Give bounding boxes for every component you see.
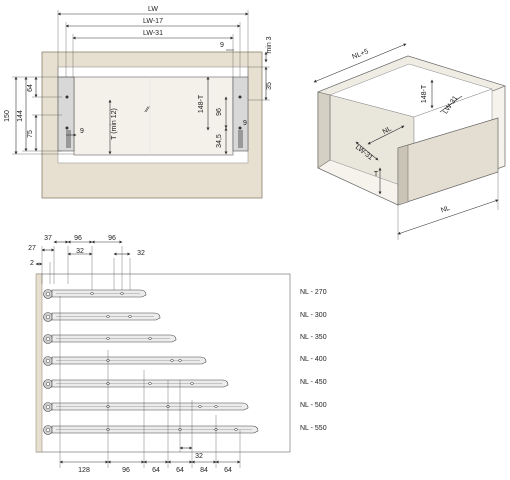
row-label-300: NL - 300 <box>300 312 327 319</box>
bottom-dim-96: 96 <box>122 467 130 474</box>
top-dim-96-b: 96 <box>108 235 116 242</box>
top-dim-32-b: 32 <box>137 250 145 257</box>
bottom-dim-128: 128 <box>78 467 90 474</box>
iso-nl-plus-5: NL+5 <box>351 48 369 61</box>
rail-chart: 37 96 96 27 32 32 2 NL - 270 NL - 300 NL… <box>28 235 327 474</box>
rail-screw-hole <box>170 358 174 363</box>
bottom-dim-32: 32 <box>195 453 203 460</box>
rail-bracket-hole <box>45 336 51 342</box>
bottom-dim-84: 84 <box>200 467 208 474</box>
iso-148-t: 148-T <box>421 84 428 103</box>
label-148-t: 148-T <box>198 94 205 113</box>
row-label-400: NL - 400 <box>300 356 327 363</box>
top-dim-37: 37 <box>44 235 52 242</box>
bottom-dim-64-b: 64 <box>176 467 184 474</box>
front-view: ∕∕ LW LW-17 LW-31 150 144 64 <box>4 6 273 199</box>
iso-t: T <box>374 171 379 178</box>
rail-screw-hole <box>120 291 124 296</box>
label-34-5: 34,5 <box>216 134 223 148</box>
bottom-dim-64-a: 64 <box>152 467 160 474</box>
label-9-inner: 9 <box>243 120 247 127</box>
label-96: 96 <box>216 108 223 116</box>
top-dim-2: 2 <box>30 260 34 267</box>
top-dim-96-a: 96 <box>74 235 82 242</box>
rail-bracket-hole <box>45 381 51 387</box>
dim-9-left: 9 <box>80 128 84 135</box>
isometric-view: NL+5 148-T LW-31 NL LW-31 T NL <box>313 43 506 240</box>
row-label-500: NL - 500 <box>300 402 327 409</box>
dim-lw-31: LW-31 <box>143 30 163 37</box>
dim-64: 64 <box>27 84 34 92</box>
dim-lw-17: LW-17 <box>143 18 163 25</box>
rail-screw-hole <box>106 336 110 341</box>
dim-min3: min 3 <box>266 36 273 53</box>
dim-75: 75 <box>27 130 34 138</box>
rail-screw-hole <box>198 404 202 409</box>
rail-screw-hole <box>148 336 152 341</box>
row-label-550: NL - 550 <box>300 425 327 432</box>
rail-screw-hole <box>234 427 238 432</box>
dim-144: 144 <box>17 110 24 122</box>
row-label-450: NL - 450 <box>300 379 327 386</box>
rail-screw-hole <box>190 381 194 386</box>
dim-9-right: 9 <box>220 42 224 49</box>
rail-screw-hole <box>90 291 94 296</box>
rail-bracket-hole <box>45 404 51 410</box>
top-dim-32-a: 32 <box>76 248 84 255</box>
label-t-min12: T (min 12) <box>111 108 118 140</box>
rail-bracket-hole <box>45 314 51 320</box>
svg-text:∕∕: ∕∕ <box>144 105 150 114</box>
top-dim-27: 27 <box>28 245 36 252</box>
iso-nl-bottom: NL <box>440 205 451 215</box>
iso-nl-inner: NL <box>382 125 393 135</box>
dim-150: 150 <box>4 110 11 122</box>
rail-bracket-hole <box>45 358 51 364</box>
dim-lw: LW <box>148 6 158 13</box>
rail-screw-hole <box>178 358 182 363</box>
rail-screw-hole <box>214 404 218 409</box>
row-label-270: NL - 270 <box>300 289 327 296</box>
rail-screw-hole <box>148 381 152 386</box>
rail-bracket-hole <box>45 291 51 297</box>
dim-35: 35 <box>266 82 273 90</box>
rail-screw-hole <box>128 314 132 319</box>
bottom-dim-64-c: 64 <box>224 467 232 474</box>
rail-screw-hole <box>106 314 110 319</box>
rail-bracket-hole <box>45 427 51 433</box>
row-label-350: NL - 350 <box>300 334 327 341</box>
